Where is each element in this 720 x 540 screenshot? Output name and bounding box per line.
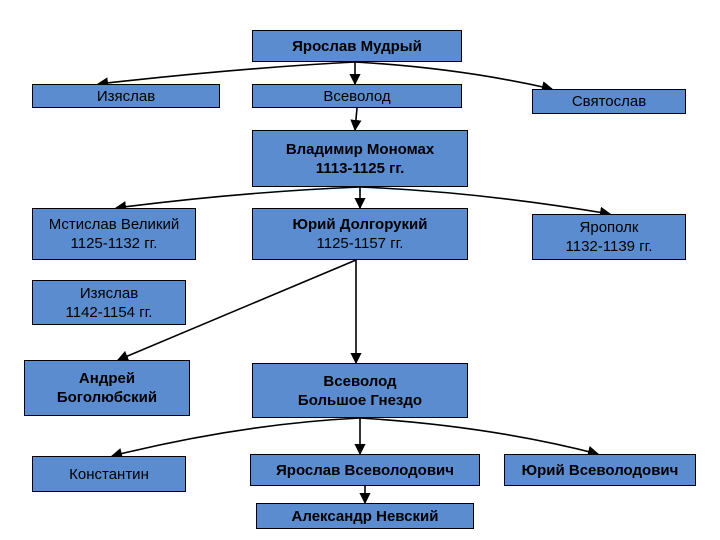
node-yuri-dolgoruky-name: Юрий Долгорукий bbox=[292, 216, 428, 233]
node-yaroslav-mudry-name: Ярослав Мудрый bbox=[292, 37, 422, 55]
arrow-monomakh-to-mstislav bbox=[114, 186, 361, 213]
node-vsevolod-bn-name-line2: Большое Гнездо bbox=[297, 391, 423, 409]
node-yaroslav-vs-name: Ярослав Всеволодович bbox=[276, 461, 454, 479]
node-svyatoslav: Святослав bbox=[532, 89, 686, 114]
node-yaropolk: Ярополк 1132-1139 гг. bbox=[532, 214, 686, 260]
node-aleksandr-name: Александр Невский bbox=[291, 507, 439, 525]
node-izyaslav-2-name: Изяслав bbox=[79, 284, 139, 302]
node-izyaslav: Изяслав bbox=[32, 84, 220, 108]
node-konstantin: Константин bbox=[32, 456, 186, 492]
node-mstislav-years: 1125-1132 гг. bbox=[70, 235, 158, 252]
node-andrei-name-line2: Боголюбский bbox=[56, 389, 158, 406]
node-vladimir-monomakh: Владимир Мономах 1113-1125 гг. bbox=[252, 130, 468, 187]
node-aleksandr-nevsky: Александр Невский bbox=[256, 503, 474, 529]
node-mstislav-name: Мстислав Великий bbox=[48, 216, 180, 233]
node-vsevolod-name: Всеволод bbox=[323, 87, 391, 105]
node-yuri-dolgoruky-years: 1125-1157 гг. bbox=[316, 235, 404, 252]
arrow-vsevolod-bn-to-konstantin bbox=[110, 417, 361, 459]
node-andrei-bogolyubsky: Андрей Боголюбский bbox=[24, 360, 190, 416]
node-vsevolod-bn-name-line1: Всеволод bbox=[323, 372, 397, 390]
node-mstislav: Мстислав Великий 1125-1132 гг. bbox=[32, 208, 196, 260]
node-vladimir-monomakh-years: 1113-1125 гг. bbox=[315, 159, 405, 177]
node-yaropolk-years: 1132-1139 гг. bbox=[565, 238, 653, 255]
arrow-vsevolod-to-monomakh bbox=[350, 107, 362, 132]
node-izyaslav-2: Изяслав 1142-1154 гг. bbox=[32, 280, 186, 325]
node-vsevolod: Всеволод bbox=[252, 84, 462, 108]
node-izyaslav-2-years: 1142-1154 гг. bbox=[65, 303, 153, 321]
node-yuri-vs-name: Юрий Всеволодович bbox=[521, 461, 679, 479]
arrow-yaroslav-to-svyatoslav bbox=[354, 61, 554, 93]
arrow-vsevolod-bn-to-yuri-vs bbox=[359, 417, 600, 457]
node-vladimir-monomakh-name: Владимир Мономах bbox=[285, 140, 435, 158]
arrow-monomakh-to-yaropolk bbox=[359, 186, 612, 218]
node-izyaslav-name: Изяслав bbox=[96, 87, 156, 105]
node-yuri-dolgoruky: Юрий Долгорукий 1125-1157 гг. bbox=[252, 208, 468, 260]
node-yaroslav-vsevolodovich: Ярослав Всеволодович bbox=[250, 454, 480, 486]
arrow-yaroslav-to-izyaslav bbox=[96, 61, 356, 89]
node-yuri-vsevolodovich: Юрий Всеволодович bbox=[504, 454, 696, 486]
node-svyatoslav-name: Святослав bbox=[571, 93, 647, 110]
node-konstantin-name: Константин bbox=[69, 465, 149, 483]
node-vsevolod-big-nest: Всеволод Большое Гнездо bbox=[252, 363, 468, 418]
arrow-yuri-to-andrei bbox=[116, 259, 357, 362]
node-andrei-name-line1: Андрей bbox=[78, 370, 136, 387]
node-yaroslav-mudry: Ярослав Мудрый bbox=[252, 30, 462, 62]
node-yaropolk-name: Ярополк bbox=[579, 219, 639, 236]
